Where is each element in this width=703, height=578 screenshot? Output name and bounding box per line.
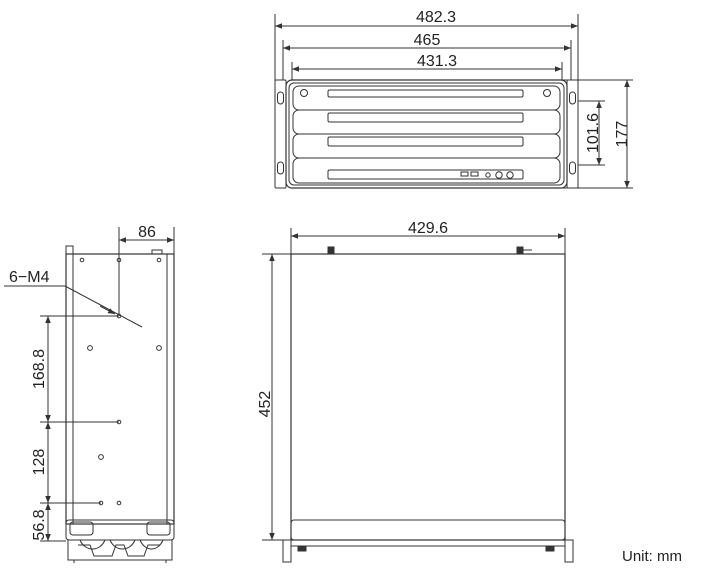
front-view [274, 14, 633, 189]
side-spacing-c-label: 56.8 [31, 509, 48, 540]
top-length-label: 452 [257, 391, 274, 418]
unit-label: Unit: mm [622, 548, 682, 565]
front-overall-width-label: 482.3 [416, 9, 456, 26]
front-drive-height-label: 101.6 [585, 113, 602, 153]
side-holes-label: 6−M4 [9, 269, 50, 286]
top-view [262, 228, 574, 563]
front-inner-width-label: 465 [414, 32, 441, 49]
side-depth-label: 86 [138, 224, 156, 241]
front-height-label: 177 [614, 121, 631, 148]
side-spacing-a-label: 168.8 [31, 349, 48, 389]
side-view [4, 227, 175, 563]
front-mount-width-label: 431.3 [417, 53, 457, 70]
side-spacing-b-label: 128 [31, 449, 48, 476]
top-width-label: 429.6 [408, 220, 448, 237]
